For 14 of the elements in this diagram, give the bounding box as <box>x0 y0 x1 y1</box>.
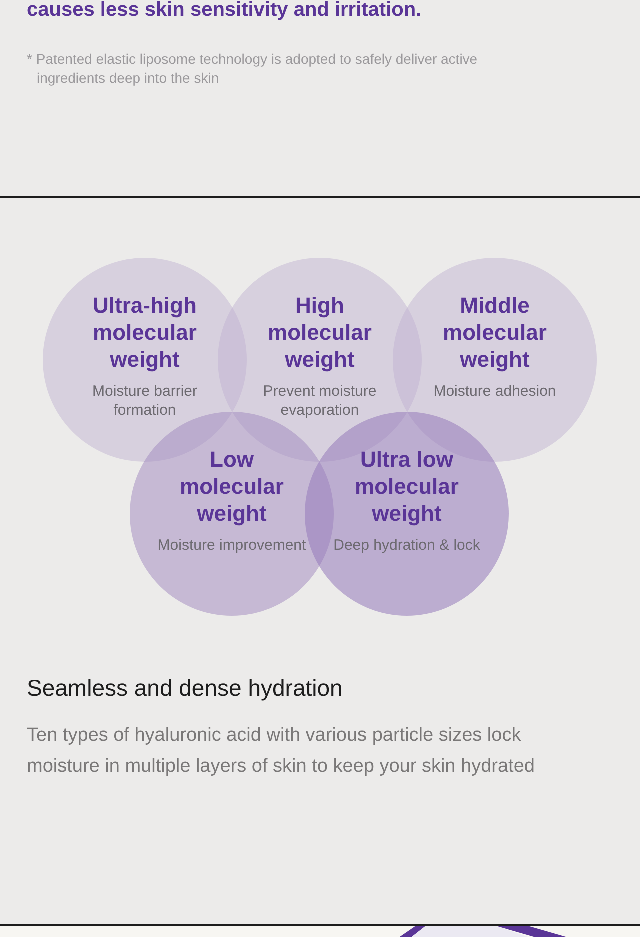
circle-title: Ultra-high molecular weight <box>92 292 198 373</box>
circle-title: Middle molecular weight <box>442 292 548 373</box>
circle-description: Moisture adhesion <box>432 382 558 401</box>
circle-title: High molecular weight <box>267 292 373 373</box>
circle-title: Low molecular weight <box>179 446 285 527</box>
circle-description: Prevent moisture evaporation <box>262 382 378 420</box>
circle-description: Deep hydration & lock <box>332 536 482 555</box>
circle-title: Ultra low molecular weight <box>354 446 460 527</box>
headline: causes less skin sensitivity and irritation. <box>27 0 422 22</box>
circle-description: Moisture improvement <box>156 536 308 555</box>
circle-description: Moisture barrier formation <box>91 382 199 420</box>
footnote: * Patented elastic liposome technology is adopted to safely deliver active ingredients deep into the skin <box>27 50 479 88</box>
section-heading: Seamless and dense hydration <box>27 674 343 702</box>
body-text: Ten types of hyaluronic acid with various particle sizes lock moisture in multiple layers of skin to keep your skin hydrated <box>27 724 536 779</box>
